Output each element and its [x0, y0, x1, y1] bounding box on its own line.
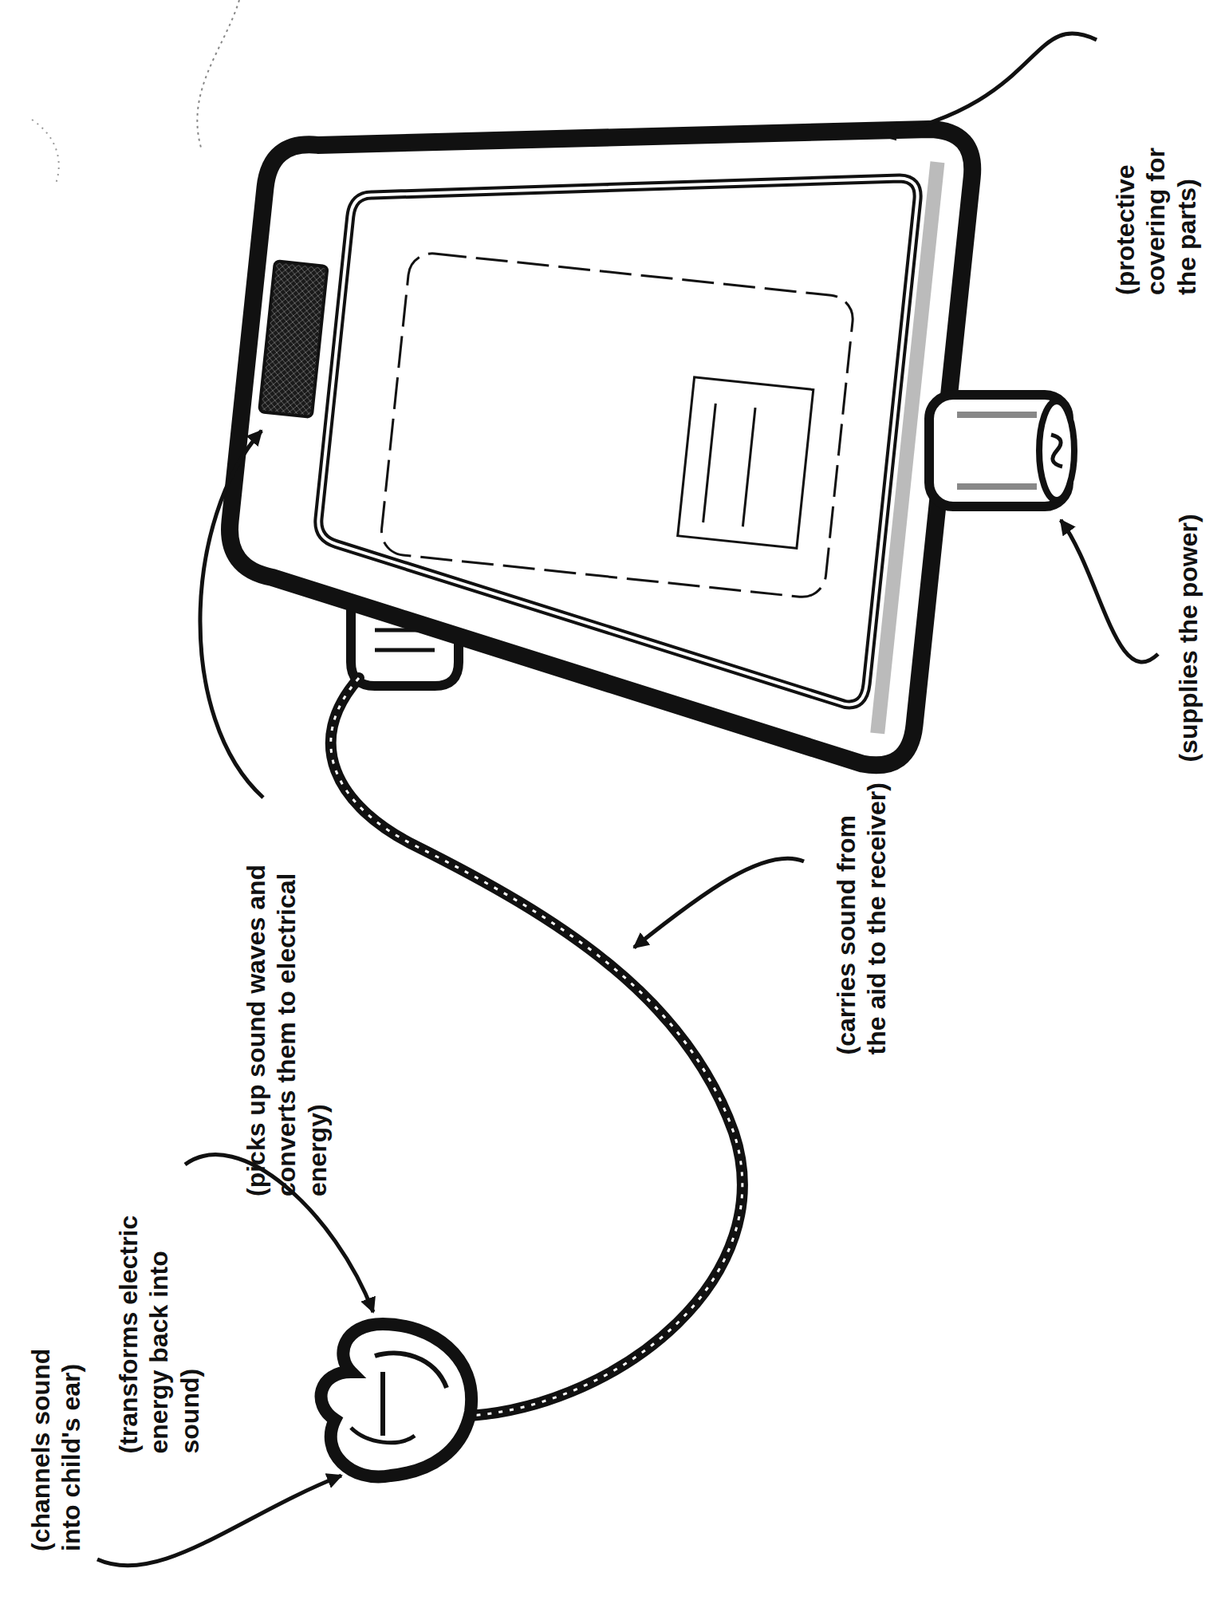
panel-window: [677, 377, 814, 549]
leader-arrow: [1060, 519, 1159, 662]
panel-seam: [378, 251, 855, 599]
case-outline: [212, 60, 977, 769]
panel-outline: [305, 121, 920, 706]
scan-mark: [196, 0, 240, 148]
callout-label-box: (supplies the power): [1173, 513, 1204, 762]
scan-mark: [31, 119, 60, 184]
callout-label-box: (carries sound from the aid to the recei…: [831, 779, 893, 1056]
aid-case: [212, 60, 977, 769]
callout-label-box: (transforms electric energy back into so…: [113, 1178, 205, 1454]
callout-label-box: (protective covering for the parts): [1110, 103, 1202, 296]
panel-window-lines: [703, 403, 756, 527]
cord-twist: [330, 677, 743, 1416]
receiver-cord: [330, 677, 743, 1416]
receiver-earmold: [321, 1323, 473, 1478]
leader-arrow: [97, 1475, 342, 1566]
callout-label-box: (channels sound into child's ear): [25, 1319, 87, 1552]
callout-label: (supplies the power): [1173, 513, 1204, 762]
callout-label: (protective covering for the parts): [1110, 103, 1202, 296]
leader-arrow: [881, 33, 1097, 136]
battery-shading: [957, 414, 1037, 487]
leader-arrow: [200, 430, 264, 798]
battery-terminal: [1051, 434, 1063, 467]
earmold-canal: [350, 1427, 415, 1443]
callout-label: (picks up sound waves and converts them …: [240, 813, 333, 1197]
panel-outline-inner: [305, 121, 920, 706]
battery-end-cap: [1039, 401, 1075, 501]
callout-label: (carries sound from the aid to the recei…: [831, 779, 893, 1056]
earmold-outline: [321, 1323, 473, 1478]
callout-label-box: (picks up sound waves and converts them …: [240, 813, 333, 1197]
battery: [929, 394, 1075, 507]
leader-arrow: [634, 858, 804, 948]
receiver-detail: [374, 1352, 447, 1436]
callout-label: (channels sound into child's ear): [25, 1319, 87, 1552]
callout-label: (transforms electric energy back into so…: [113, 1178, 205, 1454]
microphone-grille: [259, 260, 327, 418]
